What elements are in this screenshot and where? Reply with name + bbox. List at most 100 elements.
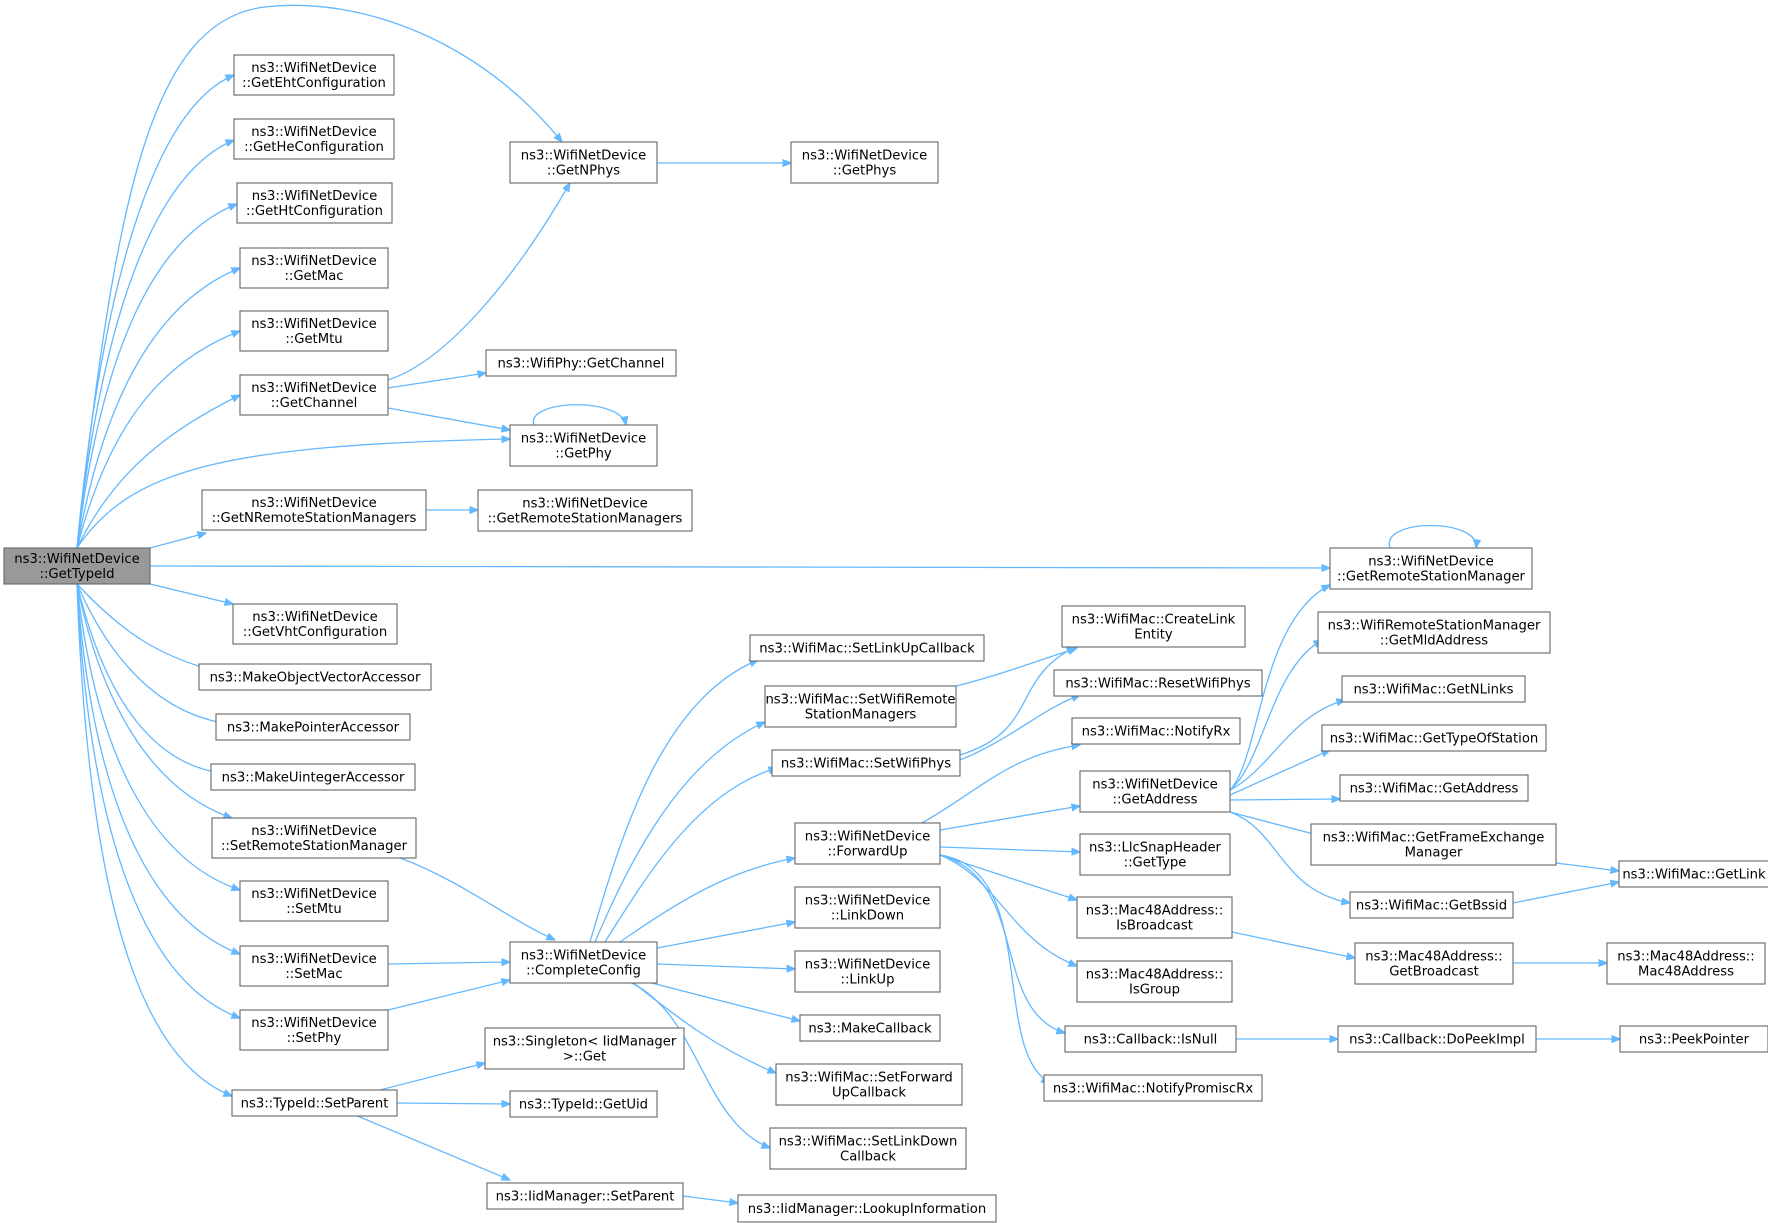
edge-root-typeidsetparent [76, 583, 232, 1096]
node-label-line: ::GetNPhys [547, 164, 620, 179]
node-get-he[interactable]: ns3::WifiNetDevice::GetHeConfiguration [233, 118, 395, 160]
edge-getchannel-getphy [387, 407, 510, 430]
node-label-line: ns3::MakeCallback [808, 1022, 932, 1037]
edge-setparent-iidsetparent [354, 1114, 510, 1180]
node-set-wifi-phys[interactable]: ns3::WifiMac::SetWifiPhys [771, 749, 961, 777]
node-label-line: ns3::WifiNetDevice [251, 125, 376, 140]
node-label-line: ::GetChannel [271, 396, 358, 411]
node-iid-lookup[interactable]: ns3::IidManager::LookupInformation [737, 1194, 997, 1223]
node-set-wifi-remote[interactable]: ns3::WifiMac::SetWifiRemoteStationManage… [764, 685, 957, 728]
node-box [1317, 611, 1551, 654]
node-make-uint[interactable]: ns3::MakeUintegerAccessor [210, 763, 416, 791]
node-get-vht[interactable]: ns3::WifiNetDevice::GetVhtConfiguration [232, 603, 398, 645]
node-box [1061, 605, 1246, 648]
node-root[interactable]: ns3::WifiNetDevice::GetTypeId [3, 547, 151, 585]
node-get-link[interactable]: ns3::WifiMac::GetLink [1618, 860, 1768, 888]
node-peek-pointer[interactable]: ns3::PeekPointer [1619, 1025, 1768, 1053]
node-notify-promisc[interactable]: ns3::WifiMac::NotifyPromiscRx [1043, 1074, 1263, 1102]
node-singleton-get[interactable]: ns3::Singleton< IidManager>::Get [484, 1027, 685, 1070]
edge-root-getphy [76, 439, 510, 549]
node-get-remote-mgr[interactable]: ns3::WifiNetDevice::GetRemoteStationMana… [1329, 547, 1533, 590]
edge-getaddress-macgetaddress [1229, 799, 1340, 800]
node-label-line: ns3::WifiNetDevice [521, 432, 646, 447]
node-box [239, 310, 389, 352]
node-get-channel[interactable]: ns3::WifiNetDevice::GetChannel [239, 374, 389, 416]
node-get-bssid[interactable]: ns3::WifiMac::GetBssid [1349, 891, 1514, 919]
node-label-line: ::GetEhtConfiguration [242, 76, 386, 91]
node-label-line: GetBroadcast [1389, 965, 1479, 980]
node-set-mac[interactable]: ns3::WifiNetDevice::SetMac [239, 945, 389, 987]
node-get-n-phys[interactable]: ns3::WifiNetDevice::GetNPhys [509, 141, 658, 184]
edge-root-getnremote [149, 533, 206, 549]
edge-root-getchannel [76, 395, 240, 549]
node-cb-is-null[interactable]: ns3::Callback::IsNull [1064, 1025, 1237, 1053]
node-get-broadcast[interactable]: ns3::Mac48Address::GetBroadcast [1354, 942, 1514, 985]
node-box [509, 1090, 658, 1118]
node-label-line: ns3::WifiNetDevice [521, 149, 646, 164]
edge-root-getremotemgr [149, 566, 1330, 568]
node-do-peek-impl[interactable]: ns3::Callback::DoPeekImpl [1337, 1025, 1537, 1053]
node-llc-get-type[interactable]: ns3::LlcSnapHeader::GetType [1079, 833, 1231, 876]
node-make-obj-vec[interactable]: ns3::MakeObjectVectorAccessor [198, 663, 432, 691]
node-get-phy[interactable]: ns3::WifiNetDevice::GetPhy [509, 424, 658, 467]
node-get-remote-mgrs[interactable]: ns3::WifiNetDevice::GetRemoteStationMana… [477, 489, 693, 532]
node-mac48-ctor[interactable]: ns3::Mac48Address::Mac48Address [1606, 942, 1766, 985]
node-label-line: ns3::Mac48Address:: [1365, 950, 1502, 965]
node-box [1310, 823, 1557, 866]
node-label-line: ns3::WifiMac::GetFrameExchange [1323, 831, 1545, 846]
node-type-id-set-parent[interactable]: ns3::TypeId::SetParent [231, 1089, 398, 1117]
node-box [210, 763, 416, 791]
node-label-line: Entity [1134, 628, 1173, 643]
node-reset-wifi-phys[interactable]: ns3::WifiMac::ResetWifiPhys [1053, 669, 1263, 697]
edge-isbroadcast-getbroadcast [1231, 931, 1355, 958]
node-label-line: ::CompleteConfig [526, 964, 641, 979]
node-forward-up[interactable]: ns3::WifiNetDevice::ForwardUp [794, 822, 941, 865]
node-label-line: ::GetType [1124, 856, 1187, 871]
node-get-mac[interactable]: ns3::WifiNetDevice::GetMac [239, 247, 389, 289]
node-get-address[interactable]: ns3::WifiNetDevice::GetAddress [1079, 770, 1231, 813]
node-make-ptr[interactable]: ns3::MakePointerAccessor [215, 713, 411, 741]
node-label-line: ::SetMtu [286, 902, 341, 917]
node-get-ht[interactable]: ns3::WifiNetDevice::GetHtConfiguration [236, 182, 393, 224]
node-get-type-of-station[interactable]: ns3::WifiMac::GetTypeOfStation [1321, 724, 1547, 752]
edge-setmac-completeconfig [387, 962, 510, 964]
node-get-mtu[interactable]: ns3::WifiNetDevice::GetMtu [239, 310, 389, 352]
node-get-eht[interactable]: ns3::WifiNetDevice::GetEhtConfiguration [233, 54, 395, 96]
node-set-phy[interactable]: ns3::WifiNetDevice::SetPhy [239, 1009, 389, 1051]
node-notify-rx[interactable]: ns3::WifiMac::NotifyRx [1071, 717, 1241, 745]
node-phy-get-channel[interactable]: ns3::WifiPhy::GetChannel [485, 349, 677, 377]
edge-root-makeptr [76, 583, 230, 724]
node-box [775, 1063, 963, 1106]
node-get-n-links[interactable]: ns3::WifiMac::GetNLinks [1341, 675, 1526, 703]
node-label-line: Callback [840, 1150, 896, 1165]
node-mac-get-address[interactable]: ns3::WifiMac::GetAddress [1339, 774, 1529, 802]
node-link-up[interactable]: ns3::WifiNetDevice::LinkUp [794, 950, 941, 993]
node-make-callback[interactable]: ns3::MakeCallback [799, 1014, 941, 1042]
node-set-link-up-cb[interactable]: ns3::WifiMac::SetLinkUpCallback [749, 634, 985, 662]
edge-root-getvht [149, 583, 233, 604]
node-is-broadcast[interactable]: ns3::Mac48Address::IsBroadcast [1076, 896, 1233, 939]
node-type-id-get-uid[interactable]: ns3::TypeId::GetUid [509, 1090, 658, 1118]
node-label-line: ::SetPhy [287, 1031, 342, 1046]
node-get-mld-address[interactable]: ns3::WifiRemoteStationManager::GetMldAdd… [1317, 611, 1551, 654]
node-iid-set-parent[interactable]: ns3::IidManager::SetParent [486, 1182, 684, 1210]
node-set-mtu[interactable]: ns3::WifiNetDevice::SetMtu [239, 880, 389, 922]
node-complete-config[interactable]: ns3::WifiNetDevice::CompleteConfig [509, 941, 658, 984]
node-label-line: ns3::TypeId::SetParent [241, 1097, 389, 1112]
node-label-line: ::GetHeConfiguration [244, 140, 384, 155]
node-set-remote[interactable]: ns3::WifiNetDevice::SetRemoteStationMana… [211, 817, 417, 859]
node-label-line: ns3::MakeObjectVectorAccessor [210, 671, 421, 686]
node-link-down[interactable]: ns3::WifiNetDevice::LinkDown [794, 886, 941, 929]
node-box [764, 685, 957, 728]
node-is-group[interactable]: ns3::Mac48Address::IsGroup [1076, 960, 1233, 1003]
node-get-phys[interactable]: ns3::WifiNetDevice::GetPhys [790, 141, 939, 184]
node-label-line: ns3::IidManager::LookupInformation [748, 1202, 986, 1217]
node-label-line: ::SetRemoteStationManager [221, 839, 408, 854]
edge-root-geteht [76, 75, 234, 549]
node-get-n-remote[interactable]: ns3::WifiNetDevice::GetNRemoteStationMan… [201, 489, 427, 531]
node-label-line: Manager [1405, 846, 1463, 861]
